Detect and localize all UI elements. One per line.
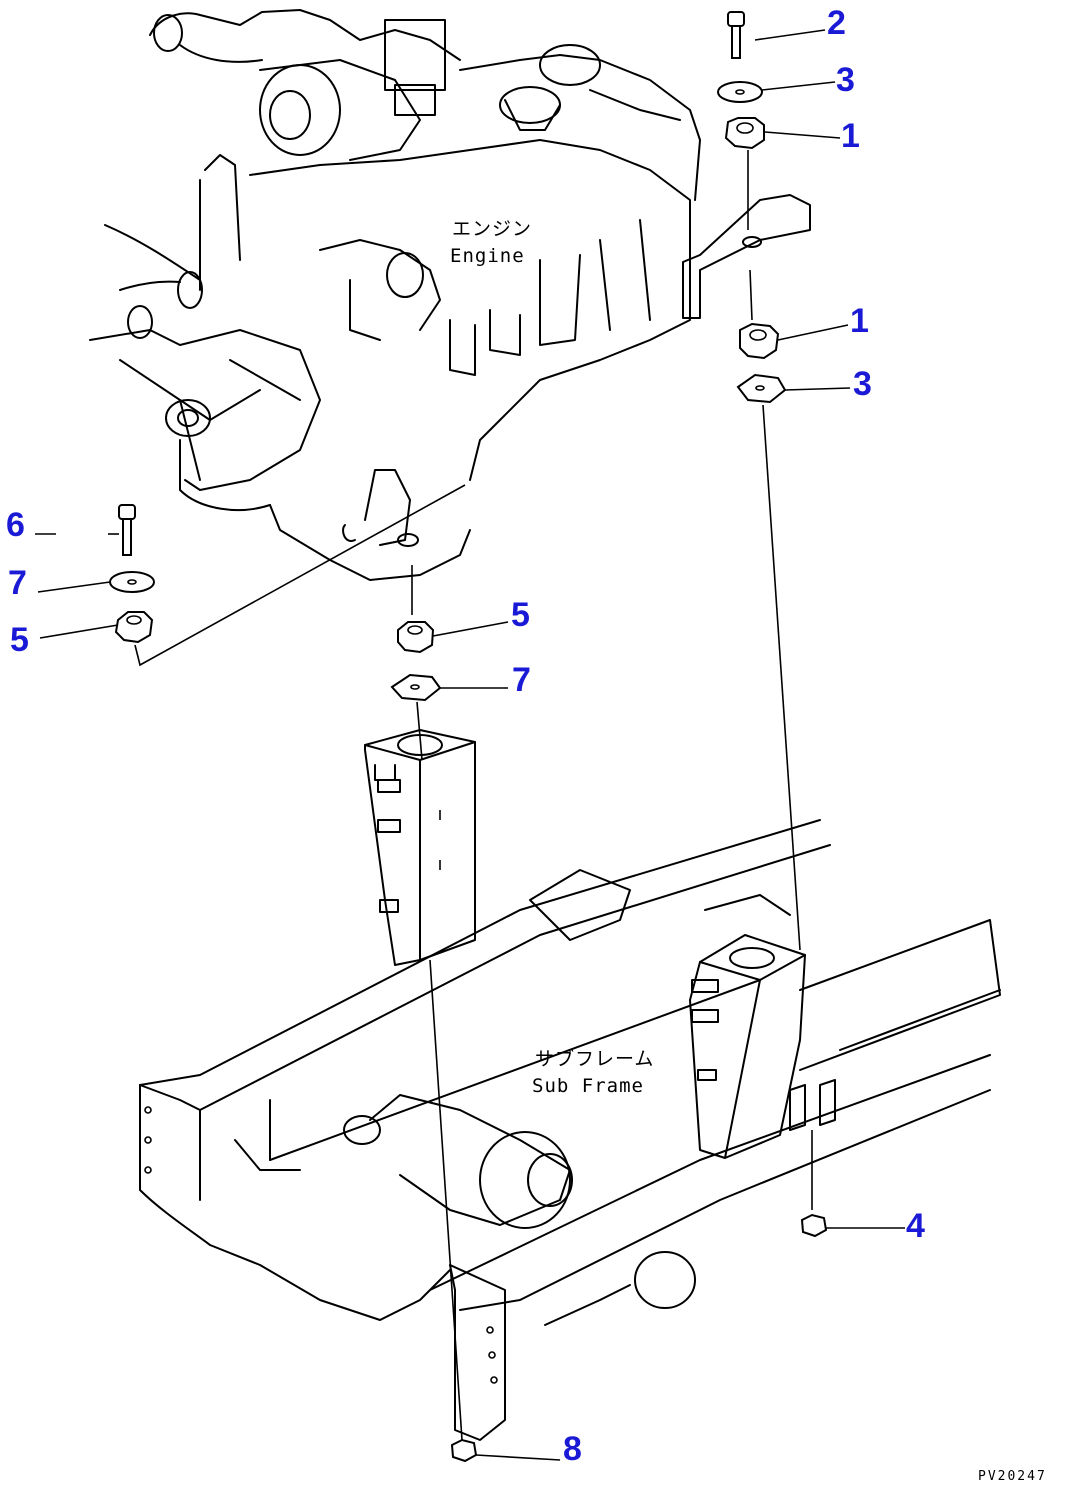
callout-1: 1 [850, 302, 869, 340]
callout-3: 3 [853, 365, 872, 403]
callout-7: 7 [512, 661, 531, 699]
subframe-label-jp: サブフレーム [535, 1047, 654, 1070]
subframe-drawing [139, 729, 1001, 1463]
front-mount-hardware [390, 565, 442, 761]
engine-label-jp: エンジン [452, 218, 532, 240]
engine-label-en: Engine [450, 245, 525, 267]
callout-1: 1 [841, 117, 860, 155]
callout-2: 2 [827, 4, 846, 42]
right-mount-hardware [717, 11, 801, 951]
subframe-label-en: Sub Frame [532, 1075, 644, 1097]
engine-drawing [89, 9, 811, 667]
callout-3: 3 [836, 61, 855, 99]
leader-lines [35, 29, 905, 1461]
callout-7: 7 [8, 564, 27, 602]
drawing-code: PV20247 [978, 1469, 1047, 1484]
callout-5: 5 [10, 621, 29, 659]
callout-6: 6 [6, 506, 25, 544]
callout-8: 8 [563, 1430, 582, 1468]
left-detail-hardware [109, 504, 155, 644]
callout-4: 4 [906, 1207, 925, 1245]
callout-5: 5 [511, 596, 530, 634]
